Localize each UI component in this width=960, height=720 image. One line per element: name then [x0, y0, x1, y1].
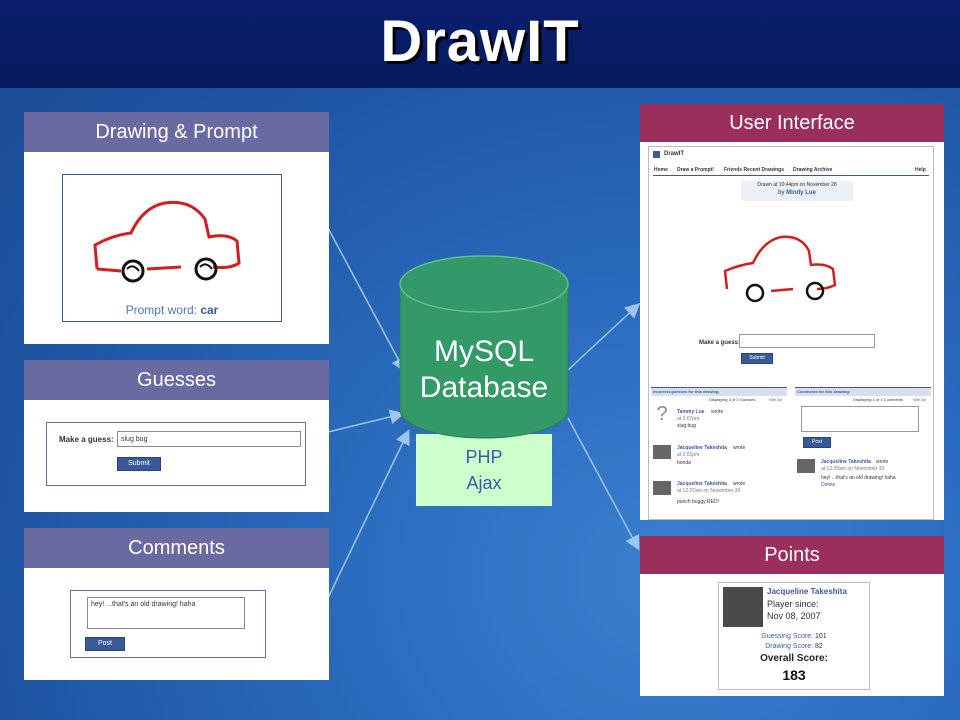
drawing-score-label: Drawing Score: [765, 643, 814, 650]
ui-tab-help[interactable]: Help [915, 167, 926, 173]
arrow-drawing-to-db [327, 227, 406, 373]
player-since-date: Nov 08, 2007 [767, 611, 821, 621]
ui-guess-time-3: at 12:27am on November 30 [677, 488, 741, 494]
ui-post-button[interactable]: Post [803, 437, 831, 448]
arrow-db-to-points [567, 417, 640, 551]
ui-guess-avatar-2 [653, 445, 671, 459]
points-header: Points [640, 536, 944, 574]
ui-tab-friends[interactable]: Friends Recent Drawings [724, 167, 785, 173]
ui-guess-text-3: punch buggy RED! [677, 499, 719, 505]
drawing-canvas: Prompt word: car [62, 174, 282, 322]
ui-guess-name-3[interactable]: Jacqueline Takeshita [677, 481, 727, 487]
make-guess-label: Make a guess: [59, 435, 114, 444]
ui-screenshot: DrawIT Home Draw a Prompt! Friends Recen… [648, 146, 934, 520]
drawing-score: 82 [815, 643, 823, 650]
comments-header: Comments [24, 528, 329, 568]
ui-unknown-avatar: ? [656, 403, 668, 425]
guessing-score-line: Guessing Score: 101 [719, 633, 869, 640]
ui-app-logo [653, 151, 660, 158]
php-ajax-box: PHP Ajax [416, 434, 552, 506]
ui-guess-wrote-2: wrote [733, 445, 746, 451]
user-interface-header: User Interface [640, 104, 944, 142]
guessing-score: 101 [815, 633, 827, 640]
ui-comment-name[interactable]: Jacqueline Takeshita [821, 459, 871, 465]
comment-textarea[interactable]: hey! ...that's an old drawing! haha [87, 597, 245, 629]
ui-tab-bar: Home Draw a Prompt! Friends Recent Drawi… [653, 166, 929, 176]
ui-incorrect-count: Displaying 3 of 3 Guesses [709, 397, 756, 402]
ui-guess-text-1: slug bug [677, 423, 696, 429]
submit-guess-button[interactable]: Submit [117, 457, 161, 471]
ui-tab-archive[interactable]: Drawing Archive [793, 167, 833, 173]
database-cylinder [399, 255, 569, 439]
prompt-word-line: Prompt word: car [63, 303, 281, 317]
ui-incorrect-header: Incorrect guesses for this drawing: [651, 387, 787, 396]
slide-title: DrawIT [380, 9, 580, 74]
arrow-db-to-ui [567, 302, 641, 371]
guessing-score-label: Guessing Score: [761, 633, 814, 640]
guess-form: Make a guess: slug bug Submit [46, 422, 306, 486]
ui-drawn-at: Drawn at 10:44pm on November 28 [757, 182, 837, 188]
ui-comment-avatar [797, 459, 815, 473]
ui-guess-input[interactable] [739, 334, 875, 348]
title-bar [0, 0, 960, 88]
post-comment-button[interactable]: Post [85, 637, 125, 651]
ui-comments-header: Comments for this drawing: [795, 387, 931, 396]
ui-guess-avatar-3 [653, 481, 671, 495]
player-since-label: Player since: [767, 599, 819, 609]
drawing-prompt-header: Drawing & Prompt [24, 112, 329, 152]
overall-score: 183 [782, 667, 806, 683]
ui-author[interactable]: Mindy Lue [786, 190, 816, 196]
ui-comments-title: Comments for this drawing: [797, 389, 851, 394]
ui-see-all-comments[interactable]: See All [913, 397, 926, 402]
ui-guess-wrote-3: wrote [733, 481, 746, 487]
database-line1: MySQL [433, 335, 535, 368]
ui-comment-delete[interactable]: Delete [821, 482, 836, 488]
prompt-word: car [200, 303, 219, 317]
ui-tab-home[interactable]: Home [654, 167, 668, 173]
database-label: MySQL Database [398, 334, 570, 406]
ui-guess-time-2: at 2:01pm [677, 452, 700, 458]
ui-comment-wrote: wrote [876, 459, 889, 465]
ui-make-guess-label: Make a guess: [699, 340, 741, 346]
points-card: Jacqueline Takeshita Player since: Nov 0… [718, 582, 870, 690]
points-panel: Points Jacqueline Takeshita Player since… [640, 536, 944, 696]
ui-submit-button[interactable]: Submit [741, 353, 773, 364]
user-interface-panel: User Interface DrawIT Home Draw a Prompt… [640, 104, 944, 520]
car-drawing [93, 200, 241, 283]
ui-guess-name-1[interactable]: Tammy Lue [677, 409, 705, 415]
ui-car-drawing [723, 235, 837, 303]
ui-by-label: by [778, 190, 785, 196]
comments-panel: Comments hey! ...that's an old drawing! … [24, 528, 329, 680]
ui-comment-time: at 12:28am on November 30 [821, 466, 885, 472]
ui-comments-count: Displaying 1 of 1 Comments [853, 397, 904, 402]
ui-guess-time-1: at 3:07pm [677, 416, 700, 422]
guesses-header: Guesses [24, 360, 329, 400]
player-name[interactable]: Jacqueline Takeshita [767, 587, 847, 596]
tech-ajax: Ajax [466, 473, 502, 493]
tech-php: PHP [465, 447, 503, 467]
ui-guess-text-2: honda [677, 460, 691, 466]
ui-guess-name-2[interactable]: Jacqueline Takeshita [677, 445, 727, 451]
ui-app-name: DrawIT [664, 151, 685, 157]
ui-comment-textarea[interactable] [801, 406, 919, 432]
database-line2: Database [419, 371, 549, 404]
comment-form: hey! ...that's an old drawing! haha Post [70, 590, 266, 658]
ui-guess-wrote-1: wrote [711, 409, 724, 415]
drawing-score-line: Drawing Score: 82 [719, 643, 869, 650]
ui-comment-text: hey! ...that's an old drawing! haha [821, 475, 896, 481]
arrow-comments-to-db [327, 429, 410, 599]
ui-incorrect-title: Incorrect guesses for this drawing: [653, 389, 720, 394]
prompt-word-label: Prompt word: [125, 303, 197, 317]
guesses-panel: Guesses Make a guess: slug bug Submit [24, 360, 329, 512]
ui-tab-draw[interactable]: Draw a Prompt! [677, 167, 714, 173]
guess-input[interactable]: slug bug [117, 431, 301, 447]
ui-drawn-info: Drawn at 10:44pm on November 28 by Mindy… [741, 181, 853, 201]
ui-see-all-guesses[interactable]: See All [769, 397, 782, 402]
drawing-prompt-panel: Drawing & Prompt Prompt word: car [24, 112, 329, 344]
arrow-guesses-to-db [327, 409, 405, 433]
overall-score-label: Overall Score: [760, 653, 828, 664]
player-avatar [723, 587, 763, 627]
